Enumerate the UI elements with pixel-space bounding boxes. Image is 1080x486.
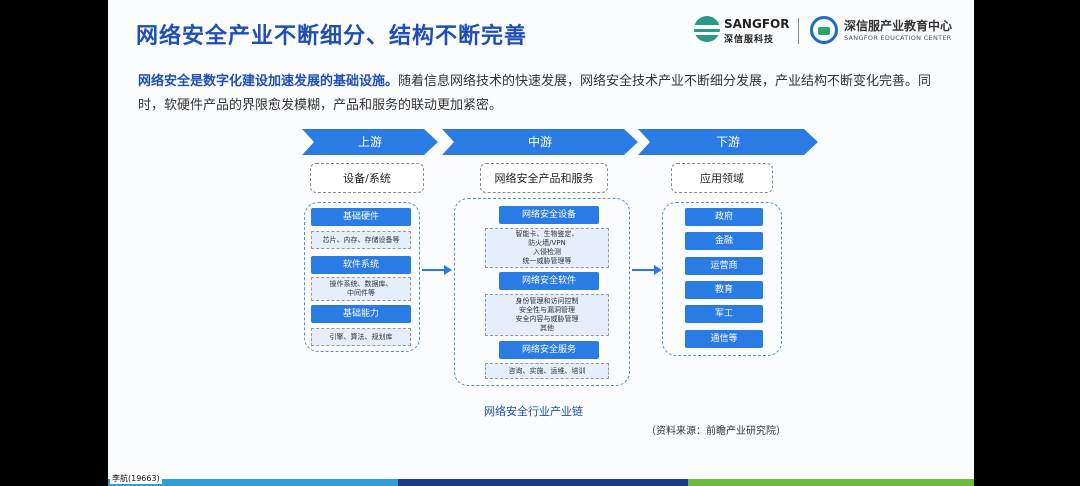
software-line-2: 安全性与漏洞管理 — [519, 306, 575, 314]
detail-basic-hardware: 芯片、内存、存储设备等 — [311, 231, 411, 249]
pill-basic-capability: 基础能力 — [311, 305, 411, 323]
intro-text: 随着信息网络技术的快速发展，网络安全技术产业不断细分发展，产业结构不断变化完善。… — [138, 74, 932, 113]
pill-security-service: 网络安全服务 — [499, 341, 599, 359]
bar-segment-3 — [688, 479, 974, 486]
stage-midstream: 中游 — [442, 129, 638, 155]
data-source: （资料来源：前瞻产业研究院） — [646, 426, 786, 437]
detail-security-service: 咨询、实施、运维、培训 — [485, 363, 609, 379]
arrow-midstream-to-downstream — [632, 265, 662, 275]
stage-downstream-label: 下游 — [715, 135, 740, 149]
arrow-upstream-to-midstream — [422, 265, 452, 275]
detail-security-software: 身份管理和访问控制 安全性与漏洞管理 安全内容与威胁管理 其他 — [485, 294, 609, 336]
device-line-2: 防火墙/VPN — [528, 239, 566, 247]
stage-midstream-chevron — [442, 129, 638, 155]
device-line-3: 入侵检测 — [533, 248, 561, 256]
midstream-group: 网络安全设备 智能卡、生物鉴定、 防火墙/VPN 入侵检测 统一威胁管理等 网络… — [454, 198, 630, 386]
presentation-slide: 网络安全产业不断细分、结构不断完善 SANGFOR 深信服科技 深信服产业教育中… — [108, 0, 974, 486]
app-carrier: 运营商 — [685, 257, 763, 275]
education-center-name-en: SANGFOR EDUCATION CENTER — [844, 34, 952, 42]
category-downstream: 应用领域 — [671, 163, 773, 193]
device-line-4: 统一威胁管理等 — [522, 257, 572, 265]
app-communication: 通信等 — [685, 330, 763, 348]
stage-upstream-chevron — [302, 129, 438, 155]
detail-security-device: 智能卡、生物鉴定、 防火墙/VPN 入侵检测 统一威胁管理等 — [485, 228, 609, 268]
software-line-1: 身份管理和访问控制 — [515, 297, 579, 305]
diagram-caption: 网络安全行业产业链 — [484, 405, 583, 418]
stage-midstream-label: 中游 — [527, 135, 552, 149]
pill-software-system: 软件系统 — [311, 256, 411, 274]
category-upstream: 设备/系统 — [310, 163, 424, 193]
education-center-logo-icon — [810, 16, 838, 44]
meeting-bottom-bar — [108, 479, 974, 486]
bar-segment-2 — [398, 479, 688, 486]
stage-upstream: 上游 — [302, 129, 438, 155]
downstream-group: 政府 金融 运营商 教育 军工 通信等 — [662, 202, 782, 356]
app-education: 教育 — [685, 281, 763, 299]
detail-software-system: 操作系统、数据库、 中间件等 — [311, 277, 411, 301]
sangfor-logo-en: SANGFOR — [724, 17, 790, 31]
slide-title: 网络安全产业不断细分、结构不断完善 — [136, 24, 528, 49]
pill-security-device: 网络安全设备 — [499, 206, 599, 224]
detail-basic-capability: 引擎、算法、规划库 — [311, 328, 411, 346]
detail-software-system-line2: 中间件等 — [347, 289, 375, 297]
pill-security-software: 网络安全软件 — [499, 272, 599, 290]
pill-basic-hardware: 基础硬件 — [311, 208, 411, 226]
sangfor-logo-icon — [694, 16, 720, 42]
bar-segment-1 — [108, 479, 398, 486]
detail-software-system-line1: 操作系统、数据库、 — [329, 280, 393, 288]
stage-downstream: 下游 — [638, 129, 818, 155]
presenter-name-tag: 李航(19663) — [110, 474, 162, 484]
app-finance: 金融 — [685, 232, 763, 250]
logo-divider — [798, 18, 799, 44]
device-line-1: 智能卡、生物鉴定、 — [515, 230, 579, 238]
sangfor-logo: SANGFOR 深信服科技 — [694, 16, 792, 46]
app-government: 政府 — [685, 208, 763, 226]
stage-downstream-chevron — [638, 129, 818, 155]
sangfor-logo-cn: 深信服科技 — [724, 35, 775, 45]
intro-paragraph: 网络安全是数字化建设加速发展的基础设施。随着信息网络技术的快速发展，网络安全技术… — [138, 70, 950, 118]
stage-upstream-label: 上游 — [357, 135, 382, 149]
upstream-group: 基础硬件 芯片、内存、存储设备等 软件系统 操作系统、数据库、 中间件等 基础能… — [304, 202, 420, 352]
software-line-4: 其他 — [540, 324, 554, 332]
education-center-name: 深信服产业教育中心 — [844, 19, 953, 33]
app-military: 军工 — [685, 305, 763, 323]
education-center-logo: 深信服产业教育中心 SANGFOR EDUCATION CENTER — [808, 14, 968, 48]
intro-bold: 网络安全是数字化建设加速发展的基础设施。 — [138, 74, 399, 89]
category-midstream: 网络安全产品和服务 — [480, 163, 608, 193]
software-line-3: 安全内容与威胁管理 — [515, 315, 579, 323]
